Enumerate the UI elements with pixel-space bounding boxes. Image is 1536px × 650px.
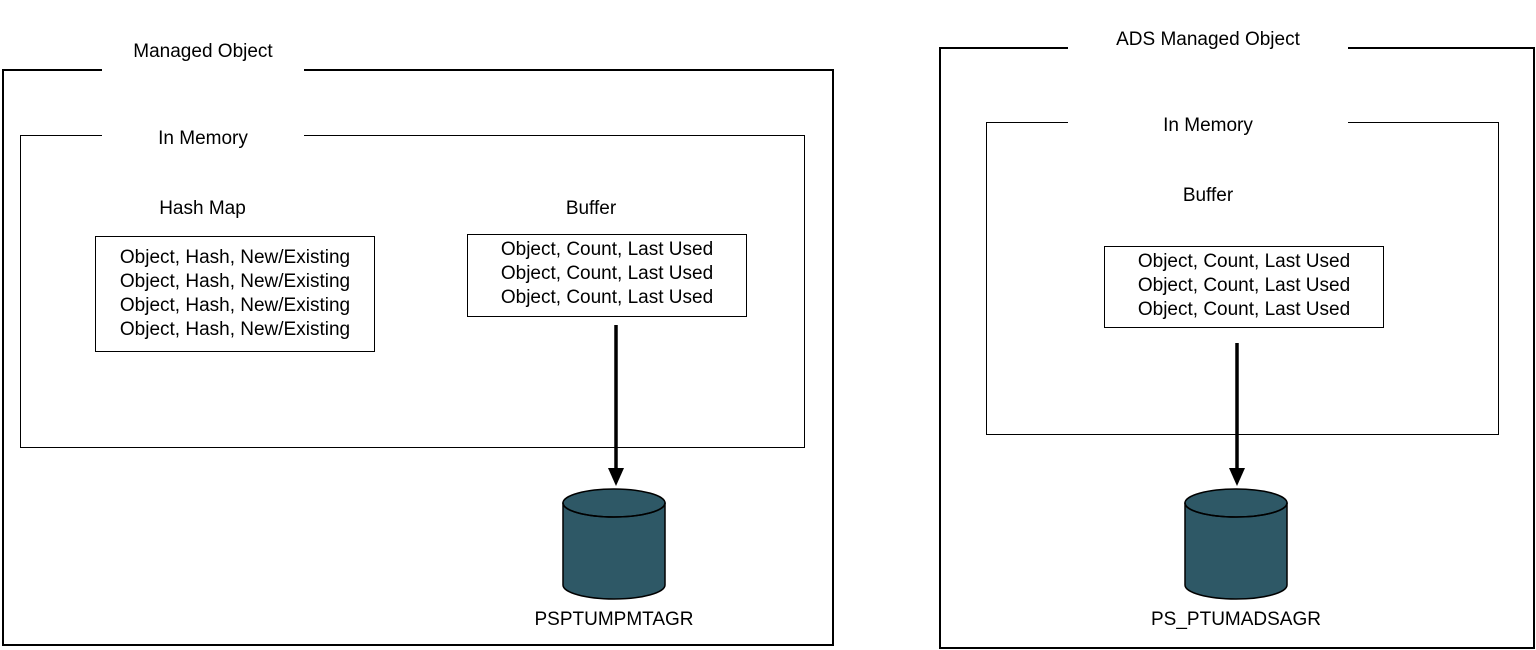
left-database-icon	[562, 488, 666, 600]
managed-object-title: Managed Object	[133, 41, 273, 62]
buffer-entry: Object, Count, Last Used	[1137, 299, 1351, 320]
buffer-entry: Object, Count, Last Used	[500, 287, 714, 308]
hash-map-title: Hash Map	[159, 198, 246, 219]
right-database-icon	[1184, 488, 1288, 600]
right-buffer-to-db-arrow	[1229, 343, 1245, 486]
left-buffer-to-db-arrow	[608, 325, 624, 486]
buffer-entry: Object, Count, Last Used	[500, 263, 714, 284]
buffer-entry: Object, Count, Last Used	[500, 239, 714, 260]
left-buffer-title: Buffer	[565, 198, 617, 219]
left-database-label: PSPTUMPMTAGR	[534, 609, 694, 630]
right-buffer-box: Object, Count, Last Used Object, Count, …	[1104, 246, 1384, 328]
hash-map-entry: Object, Hash, New/Existing	[119, 295, 351, 316]
ads-managed-object-title: ADS Managed Object	[1116, 29, 1300, 50]
buffer-entry: Object, Count, Last Used	[1137, 275, 1351, 296]
left-buffer-box: Object, Count, Last Used Object, Count, …	[467, 234, 747, 317]
hash-map-entry: Object, Hash, New/Existing	[119, 319, 351, 340]
right-in-memory-title: In Memory	[1163, 115, 1253, 136]
managed-object-container	[2, 69, 834, 646]
buffer-entry: Object, Count, Last Used	[1137, 251, 1351, 272]
left-in-memory-container	[20, 135, 805, 448]
left-in-memory-title: In Memory	[158, 128, 248, 149]
hash-map-box: Object, Hash, New/Existing Object, Hash,…	[95, 236, 375, 352]
right-buffer-title: Buffer	[1182, 185, 1234, 206]
hash-map-entry: Object, Hash, New/Existing	[119, 247, 351, 268]
hash-map-entry: Object, Hash, New/Existing	[119, 271, 351, 292]
right-database-label: PS_PTUMADSAGR	[1151, 609, 1321, 630]
